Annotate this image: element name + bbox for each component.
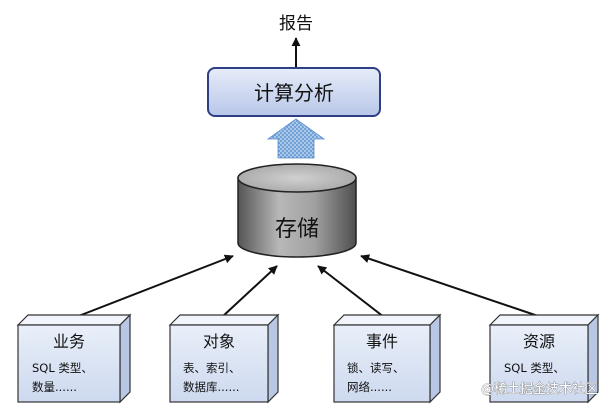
source-title: 事件 [366, 332, 398, 351]
resource-to-storage-arrow [360, 254, 542, 318]
report-label: 报告 [279, 14, 313, 34]
storage-cylinder: 存储 [237, 163, 357, 258]
storage-to-analysis-arrow [266, 118, 326, 159]
object-to-storage-arrow [221, 265, 278, 318]
source-box-resource: 资源 SQL 类型、 [488, 313, 600, 404]
business-to-storage-arrow [75, 254, 234, 318]
source-detail-line: 数量...... [32, 380, 77, 394]
source-detail-line: 表、索引、 [183, 361, 241, 375]
source-box-event: 事件 锁、读写、 网络...... [332, 313, 442, 404]
source-box-business: 业务 SQL 类型、 数量...... [16, 313, 132, 404]
source-detail-line: 锁、读写、 [347, 361, 405, 375]
source-detail-line: 网络...... [347, 380, 392, 394]
source-title: 业务 [53, 332, 85, 351]
event-to-storage-arrow [317, 265, 385, 318]
source-title: 对象 [203, 332, 235, 351]
source-title: 资源 [523, 332, 555, 351]
analysis-label: 计算分析 [254, 81, 334, 105]
source-detail-line: SQL 类型、 [504, 361, 565, 375]
analysis-box: 计算分析 [207, 67, 381, 117]
source-detail-line: SQL 类型、 [32, 361, 93, 375]
source-box-object: 对象 表、索引、 数据库...... [168, 313, 280, 404]
storage-label: 存储 [275, 217, 319, 242]
source-detail-line: 数据库...... [183, 380, 239, 394]
watermark-text: @稀土掘金技术社区 [481, 381, 598, 397]
